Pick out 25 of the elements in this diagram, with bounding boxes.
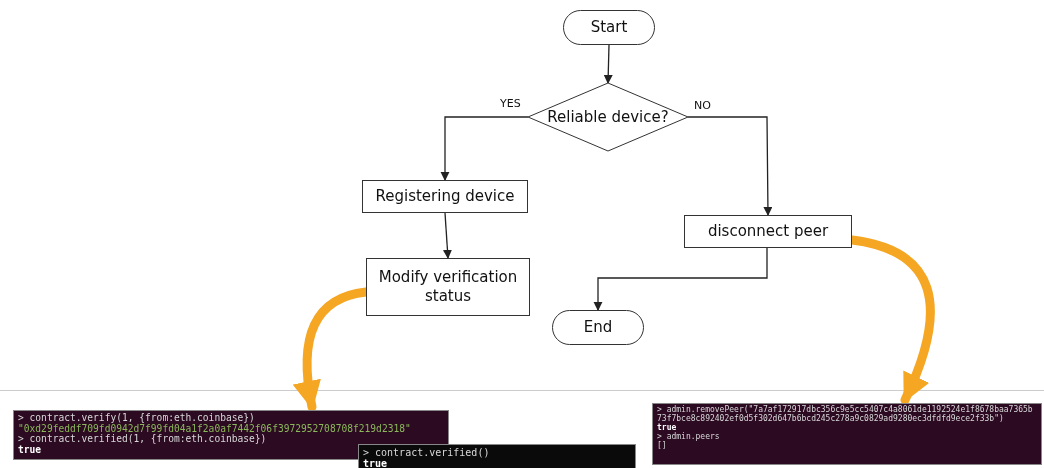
terminal-line: > contract.verified(1, {from:eth.coinbase}) (18, 434, 267, 445)
terminal-line: true (657, 423, 677, 432)
arrow (440, 116, 529, 181)
terminal-line: "0xd29feddf709fd0942d7f99fd04a1f2a0af7442f06f3972952708708f219d2318" (18, 423, 411, 434)
terminal-line: true (363, 458, 388, 468)
terminal-screenshot (358, 444, 636, 468)
terminal-line: > admin.removePeer("7a7af172917dbc356c9e5cc5407c4a8061de1192524e1f8678baa7365b73f7bce8c892402ef0d5f302d647b6bcd245c278a9c0829ad9280ec3dfdfd9ece2f33b") (657, 406, 1034, 423)
decision-text: Reliable device? (547, 108, 669, 126)
arrow (593, 247, 768, 311)
terminal-line: [] (657, 441, 667, 451)
arrow (603, 44, 613, 84)
process-box: Registering device (362, 180, 528, 213)
terminator: Start (563, 10, 655, 45)
terminal-line: > contract.verify(1, {from:eth.coinbase}) (18, 413, 255, 424)
terminal-line: true (18, 445, 42, 456)
process-box: Modify verification status (366, 258, 530, 316)
terminator: End (552, 310, 644, 345)
arrow (687, 116, 773, 216)
terminal-line: > admin.peers (657, 432, 720, 441)
process-box: disconnect peer (684, 215, 852, 248)
terminal-line: > contract.verified() (363, 447, 490, 459)
edge-label: NO (692, 99, 713, 112)
arrow (442, 212, 452, 259)
edge-label: YES (498, 97, 523, 110)
terminal-screenshot (652, 403, 1042, 465)
